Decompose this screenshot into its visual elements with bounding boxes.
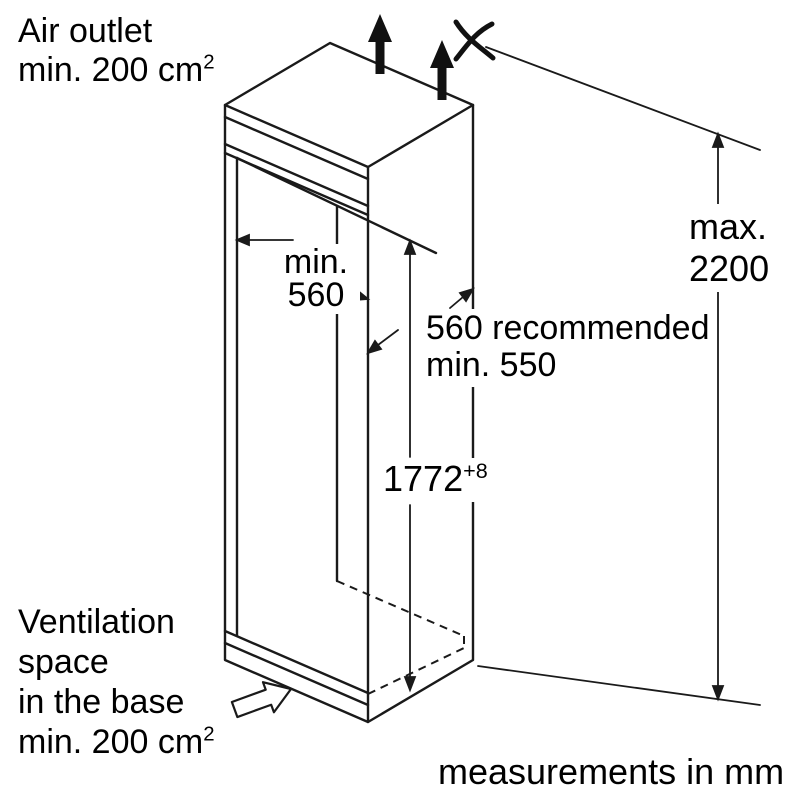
width-arrowhead-left <box>234 233 250 247</box>
niche-depth-line1: 560 recommended <box>426 309 710 347</box>
cabinet-floor-line1 <box>223 629 370 695</box>
air-flow-up-arrow-icon <box>430 40 454 100</box>
ventilation-line1: Ventilation <box>18 603 175 641</box>
hidden-floor-back-edge <box>336 580 465 637</box>
air-outlet-line1: Air outlet <box>18 12 153 50</box>
inner-height-arrowhead-top <box>403 238 417 255</box>
max-height-extension-line-bottom <box>477 665 761 706</box>
inner-height-arrowhead-bottom <box>403 676 417 693</box>
ventilation-line3: in the base <box>18 683 185 721</box>
max-height-line1: max. <box>689 206 768 247</box>
depth-arrowhead-upper <box>458 287 475 303</box>
airflow-swirl-icon <box>453 21 495 62</box>
depth-arrow-upper-line <box>449 296 464 309</box>
cabinet-top-inner-edge <box>223 115 370 181</box>
max-height-line2: 2200 <box>689 248 770 289</box>
inner-height-dimension-label: 1772+8 <box>381 458 494 502</box>
inner-height-tolerance: +8 <box>463 458 488 483</box>
hidden-floor-front-edge <box>367 647 465 695</box>
max-height-extension-line-top <box>485 46 761 151</box>
max-height-dimension-label: max. 2200 <box>683 204 776 292</box>
airflow-swirl-icon <box>453 19 496 61</box>
measurements-unit-note: measurements in mm <box>438 751 785 792</box>
cabinet-front-top-edge <box>223 103 370 169</box>
max-height-arrowhead-top <box>711 131 725 148</box>
niche-depth-dimension-label: 560 recommended min. 550 <box>424 309 714 387</box>
air-outlet-line2: min. 200 cm2 <box>18 51 215 89</box>
ventilation-superscript: 2 <box>203 723 215 746</box>
niche-depth-line2: min. 550 <box>426 346 557 384</box>
ventilation-line2: space <box>18 643 109 681</box>
niche-width-dimension-label: min. 560 <box>272 244 360 314</box>
inner-height-value: 1772 <box>383 458 464 499</box>
depth-arrowhead-lower <box>366 339 383 355</box>
niche-width-line2: 560 <box>287 276 345 314</box>
depth-arrow-lower-line <box>377 329 399 346</box>
air-outlet-superscript: 2 <box>203 51 215 74</box>
air-flow-up-arrow-icon <box>368 14 392 74</box>
cabinet-floor-line2 <box>223 641 370 707</box>
niche-width-line1: min. <box>283 243 349 281</box>
cabinet-top-right-edge <box>366 103 475 169</box>
cabinet-top-rail-line1 <box>223 142 370 208</box>
ventilation-line4: min. 200 cm2 <box>18 723 215 761</box>
ventilation-space-label: Ventilation space in the base min. 200 c… <box>18 602 215 762</box>
air-outlet-label: Air outlet min. 200 cm2 <box>18 12 215 90</box>
ventilation-hollow-arrow-icon <box>230 681 293 719</box>
cabinet-silhouette <box>223 41 475 724</box>
max-height-arrowhead-bottom <box>711 685 725 702</box>
